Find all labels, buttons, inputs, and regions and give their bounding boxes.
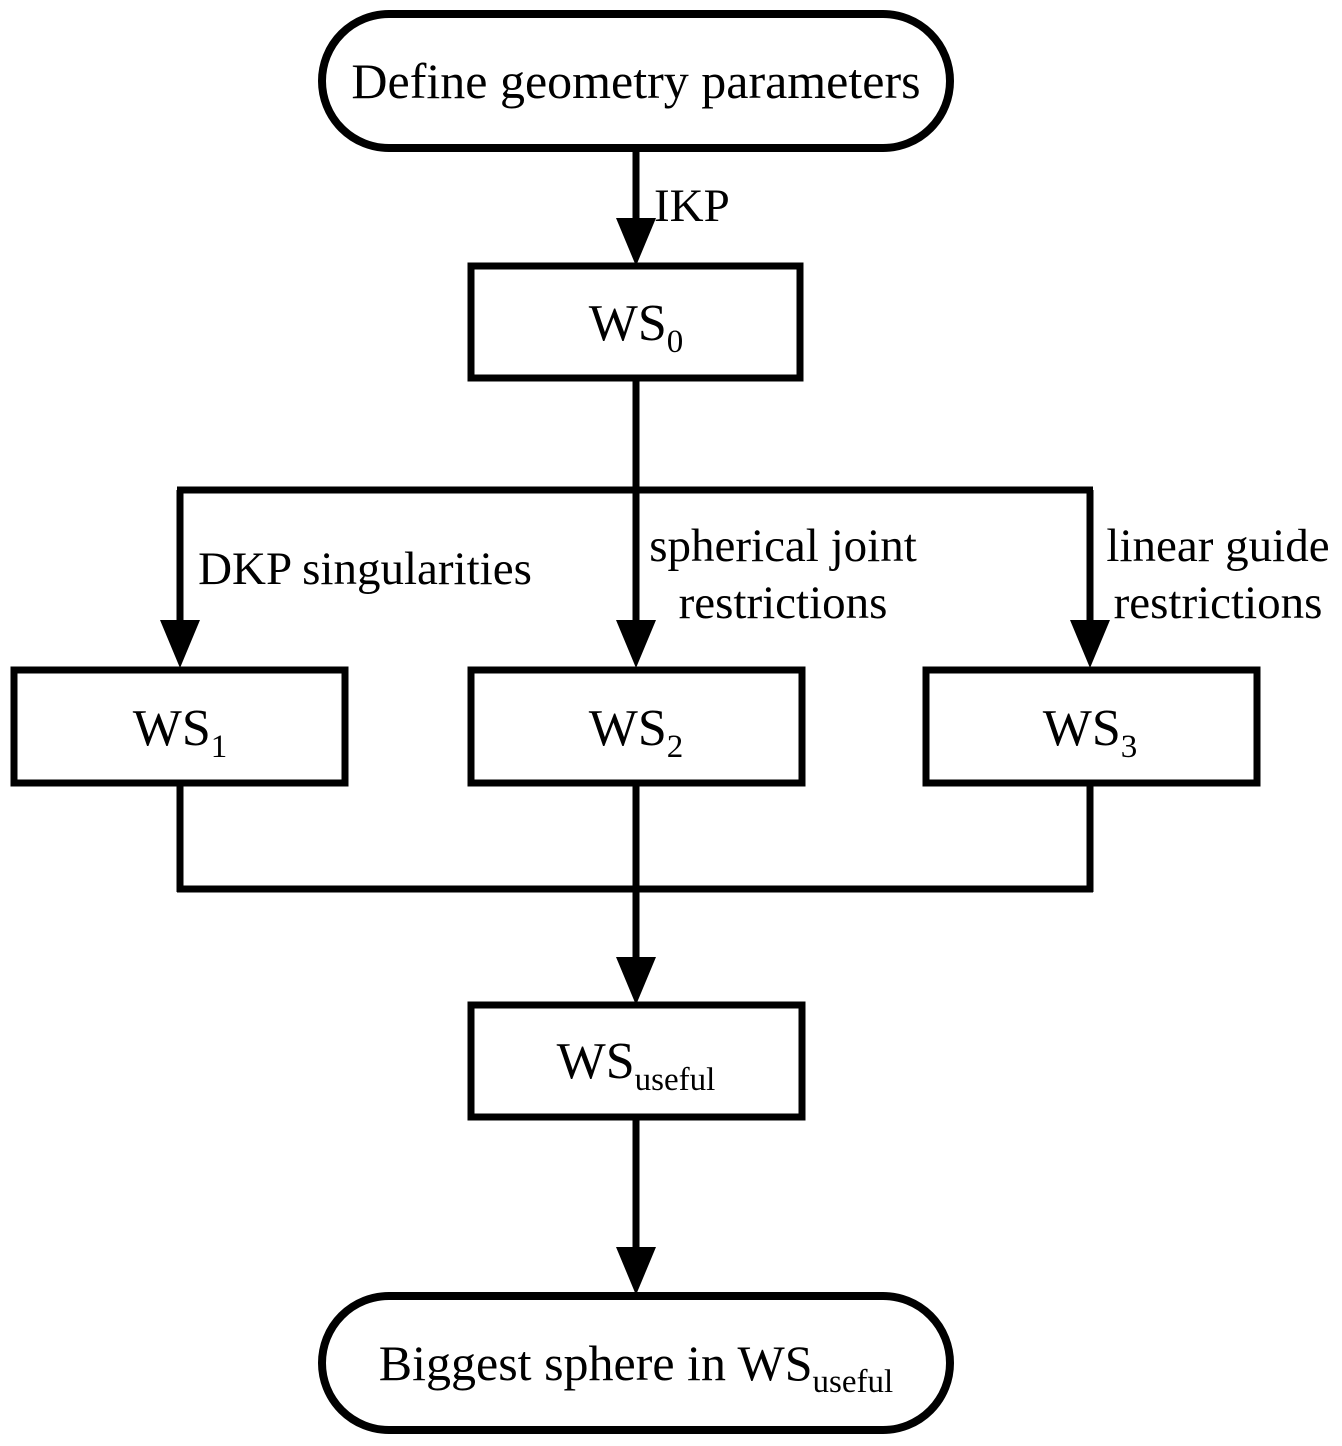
node-ws1[interactable]: WS1 bbox=[10, 666, 349, 787]
node-label-ws1: WS1 bbox=[133, 700, 228, 765]
node-label-ws1-base: WS bbox=[133, 700, 211, 757]
node-ws0[interactable]: WS0 bbox=[467, 262, 804, 382]
edge-label-dkp-singularities: DKP singularities bbox=[198, 543, 532, 595]
edge-bus-to-ws3 bbox=[1070, 490, 1110, 668]
edge-label-linear-guide-line2: restrictions bbox=[1114, 577, 1323, 629]
node-label-ws0: WS0 bbox=[589, 295, 684, 360]
node-label-ws3-base: WS bbox=[1043, 700, 1121, 757]
node-shape-start bbox=[318, 10, 954, 152]
node-define-geometry-parameters[interactable]: Define geometry parameters bbox=[318, 10, 954, 152]
node-label-ws0-sub: 0 bbox=[667, 324, 684, 360]
node-shape-end bbox=[318, 1292, 954, 1434]
edge-start-to-ws0 bbox=[616, 150, 656, 266]
node-label-ws2-base: WS bbox=[589, 700, 667, 757]
node-label-end-base: Biggest sphere in WS bbox=[379, 1335, 813, 1391]
node-shape-ws3 bbox=[922, 666, 1261, 787]
edge-wsuseful-to-end bbox=[616, 1117, 656, 1295]
arrowhead-start-to-ws0 bbox=[616, 218, 656, 266]
edge-bus-to-ws2 bbox=[616, 490, 656, 668]
node-ws-useful[interactable]: WSuseful bbox=[467, 1001, 806, 1121]
edge-label-spherical-joint-line1: spherical joint bbox=[649, 520, 917, 572]
arrowhead-bus-to-ws1 bbox=[160, 620, 200, 668]
node-biggest-sphere[interactable]: Biggest sphere in WSuseful bbox=[318, 1292, 954, 1434]
node-label-ws3: WS3 bbox=[1043, 700, 1138, 765]
edge-label-ikp: IKP bbox=[654, 180, 730, 232]
arrowhead-bus-to-ws2 bbox=[616, 620, 656, 668]
node-ws3[interactable]: WS3 bbox=[922, 666, 1261, 787]
edge-label-spherical-joint-line2: restrictions bbox=[679, 577, 888, 629]
node-shape-ws2 bbox=[467, 666, 806, 787]
node-label-ws-useful: WSuseful bbox=[557, 1033, 716, 1098]
node-label-ws-useful-base: WS bbox=[557, 1033, 635, 1090]
arrowhead-bus-to-ws3 bbox=[1070, 620, 1110, 668]
node-label-ws2: WS2 bbox=[589, 700, 684, 765]
arrowhead-merge-to-wsuseful bbox=[616, 957, 656, 1005]
node-label-ws0-base: WS bbox=[589, 295, 667, 352]
edge-merge-to-wsuseful bbox=[616, 889, 656, 1005]
node-label-ws-useful-sub: useful bbox=[635, 1062, 716, 1098]
arrowhead-wsuseful-to-end bbox=[616, 1247, 656, 1295]
node-label-ws2-sub: 2 bbox=[667, 729, 684, 765]
node-label-ws1-sub: 1 bbox=[211, 729, 228, 765]
edge-bus-to-ws1 bbox=[160, 490, 200, 668]
node-shape-ws0 bbox=[467, 262, 804, 382]
node-shape-ws1 bbox=[10, 666, 349, 787]
edge-label-linear-guide-line1: linear guide bbox=[1106, 520, 1329, 572]
node-shape-ws-useful bbox=[467, 1001, 806, 1121]
node-label-end-sub: useful bbox=[813, 1364, 894, 1400]
node-label-end: Biggest sphere in WSuseful bbox=[379, 1335, 893, 1400]
node-ws2[interactable]: WS2 bbox=[467, 666, 806, 787]
node-label-start: Define geometry parameters bbox=[351, 53, 920, 109]
node-label-ws3-sub: 3 bbox=[1121, 729, 1138, 765]
